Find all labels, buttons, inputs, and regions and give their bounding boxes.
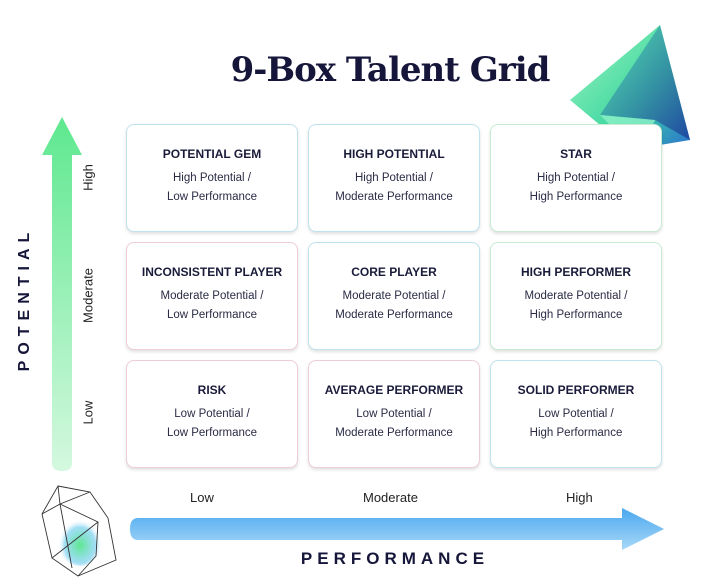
performance-arrow-icon bbox=[130, 508, 664, 550]
grid-cell-solid-performer: SOLID PERFORMER Low Potential / High Perfo… bbox=[490, 360, 662, 468]
cell-desc-line2: Low Performance bbox=[166, 191, 258, 203]
cell-desc-line1: High Potential / bbox=[173, 172, 251, 184]
cell-title: SOLID PERFORMER bbox=[517, 383, 635, 397]
cell-title: CORE PLAYER bbox=[351, 265, 437, 279]
cell-title: HIGH PERFORMER bbox=[520, 265, 631, 279]
y-level-low: Low bbox=[80, 400, 96, 425]
wireframe-gem-icon bbox=[41, 485, 117, 577]
cell-desc-line2: Low Performance bbox=[166, 309, 258, 321]
cell-desc-line2: High Performance bbox=[529, 191, 623, 203]
y-axis-label: POTENTIAL bbox=[16, 226, 33, 372]
grid-cell-inconsistent-player: INCONSISTENT PLAYER Moderate Potential / L… bbox=[126, 242, 298, 350]
cell-title: AVERAGE PERFORMER bbox=[324, 383, 464, 397]
grid-cell-average-performer: AVERAGE PERFORMER Low Potential / Moderate… bbox=[308, 360, 480, 468]
cell-desc-line1: Low Potential / bbox=[538, 408, 614, 420]
cell-title: HIGH POTENTIAL bbox=[343, 147, 445, 161]
cell-desc-line1: High Potential / bbox=[355, 172, 433, 184]
cell-desc-line1: High Potential / bbox=[537, 172, 615, 184]
grid-cell-risk: RISK Low Potential / Low Performance bbox=[126, 360, 298, 468]
cell-desc-line2: High Performance bbox=[529, 427, 623, 439]
x-level-moderate: Moderate bbox=[363, 490, 418, 505]
x-level-low: Low bbox=[190, 490, 214, 505]
grid-cell-high-performer: HIGH PERFORMER Moderate Potential / High P… bbox=[490, 242, 662, 350]
x-level-high: High bbox=[566, 490, 593, 505]
grid-cell-star: STAR High Potential / High Performance bbox=[490, 124, 662, 232]
potential-arrow-icon bbox=[42, 117, 82, 471]
cell-desc-line1: Moderate Potential / bbox=[342, 290, 446, 302]
cell-title: STAR bbox=[560, 147, 592, 161]
cell-title: POTENTIAL GEM bbox=[162, 147, 262, 161]
y-level-high: High bbox=[80, 164, 96, 191]
page-title: 9-Box Talent Grid bbox=[230, 50, 551, 90]
grid-cell-core-player: CORE PLAYER Moderate Potential / Moderate … bbox=[308, 242, 480, 350]
cell-desc-line2: Moderate Performance bbox=[335, 191, 453, 203]
cell-title: INCONSISTENT PLAYER bbox=[141, 265, 283, 279]
cell-desc-line2: Moderate Performance bbox=[335, 309, 453, 321]
x-axis-label: PERFORMANCE bbox=[300, 549, 490, 568]
cell-desc-line2: Moderate Performance bbox=[335, 427, 453, 439]
cell-desc-line2: Low Performance bbox=[166, 427, 258, 439]
cell-desc-line2: High Performance bbox=[529, 309, 623, 321]
cell-desc-line1: Low Potential / bbox=[174, 408, 250, 420]
y-level-moderate: Moderate bbox=[80, 268, 96, 323]
cell-title: RISK bbox=[197, 383, 227, 397]
grid-cell-potential-gem: POTENTIAL GEM High Potential / Low Perform… bbox=[126, 124, 298, 232]
cell-desc-line1: Low Potential / bbox=[356, 408, 432, 420]
cell-desc-line1: Moderate Potential / bbox=[524, 290, 628, 302]
grid-cell-high-potential: HIGH POTENTIAL High Potential / Moderate P… bbox=[308, 124, 480, 232]
cell-desc-line1: Moderate Potential / bbox=[160, 290, 264, 302]
